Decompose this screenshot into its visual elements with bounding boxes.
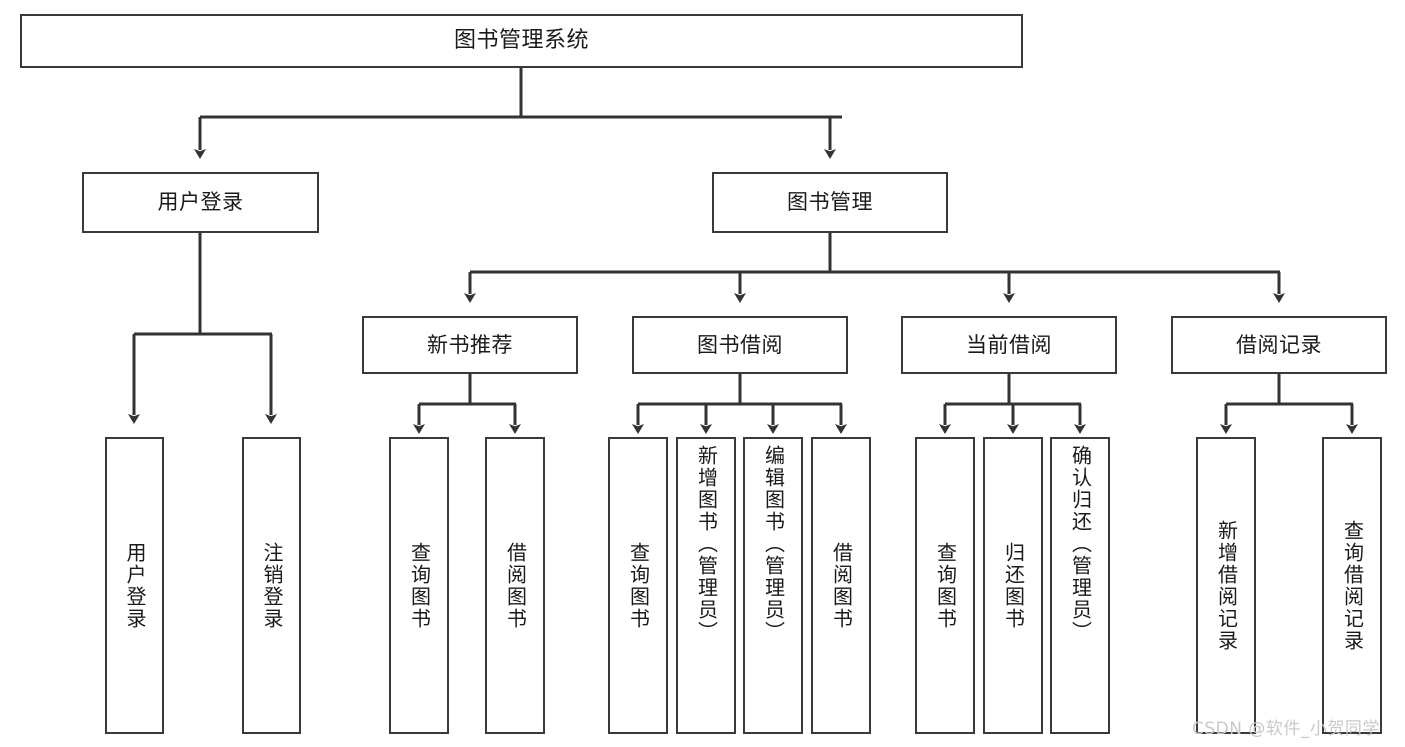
node-label: 查询图书 — [626, 541, 651, 630]
node-leaf-query-book-3[interactable]: 查询图书 — [915, 437, 975, 734]
node-label: 编辑图书（管理员） — [761, 445, 786, 643]
node-leaf-add-book-admin[interactable]: 新增图书（管理员） — [676, 437, 736, 734]
node-leaf-add-borrow-record[interactable]: 新增借阅记录 — [1196, 437, 1256, 734]
node-book-borrow[interactable]: 图书借阅 — [632, 316, 848, 374]
node-leaf-borrow-book-2[interactable]: 借阅图书 — [811, 437, 871, 734]
node-leaf-query-book-2[interactable]: 查询图书 — [608, 437, 668, 734]
node-borrow-record[interactable]: 借阅记录 — [1171, 316, 1387, 374]
node-label: 新增借阅记录 — [1214, 519, 1239, 652]
node-label: 图书管理 — [787, 190, 873, 215]
node-book-manage[interactable]: 图书管理 — [712, 172, 948, 233]
node-leaf-query-borrow-record[interactable]: 查询借阅记录 — [1322, 437, 1382, 734]
node-label: 图书管理系统 — [453, 28, 589, 54]
node-label: 查询图书 — [407, 541, 432, 630]
node-label: 用户登录 — [157, 190, 244, 215]
node-leaf-confirm-return-admin[interactable]: 确认归还（管理员） — [1050, 437, 1110, 734]
node-label: 确认归还（管理员） — [1068, 445, 1093, 643]
node-root-system[interactable]: 图书管理系统 — [20, 14, 1023, 68]
node-user-login[interactable]: 用户登录 — [82, 172, 319, 233]
node-current-borrow[interactable]: 当前借阅 — [901, 316, 1117, 374]
node-label: 借阅图书 — [829, 541, 854, 630]
node-leaf-return-book[interactable]: 归还图书 — [983, 437, 1043, 734]
node-label: 借阅记录 — [1236, 332, 1322, 357]
node-leaf-logout[interactable]: 注销登录 — [242, 437, 301, 734]
node-leaf-borrow-book-1[interactable]: 借阅图书 — [485, 437, 545, 734]
node-label: 归还图书 — [1001, 541, 1026, 630]
node-label: 新增图书（管理员） — [694, 445, 719, 643]
node-label: 图书借阅 — [697, 332, 783, 357]
csdn-watermark: CSDN @软件_小贺同学 — [1192, 719, 1380, 739]
node-label: 借阅图书 — [503, 541, 528, 630]
node-label: 注销登录 — [260, 541, 284, 630]
node-label: 当前借阅 — [966, 332, 1052, 357]
node-leaf-edit-book-admin[interactable]: 编辑图书（管理员） — [743, 437, 803, 734]
node-label: 新书推荐 — [427, 332, 513, 357]
node-leaf-query-book-1[interactable]: 查询图书 — [389, 437, 449, 734]
node-label: 查询借阅记录 — [1340, 519, 1365, 652]
node-new-book-recommend[interactable]: 新书推荐 — [362, 316, 578, 374]
node-leaf-user-login[interactable]: 用户登录 — [105, 437, 164, 734]
node-label: 查询图书 — [933, 541, 958, 630]
node-label: 用户登录 — [123, 541, 147, 630]
